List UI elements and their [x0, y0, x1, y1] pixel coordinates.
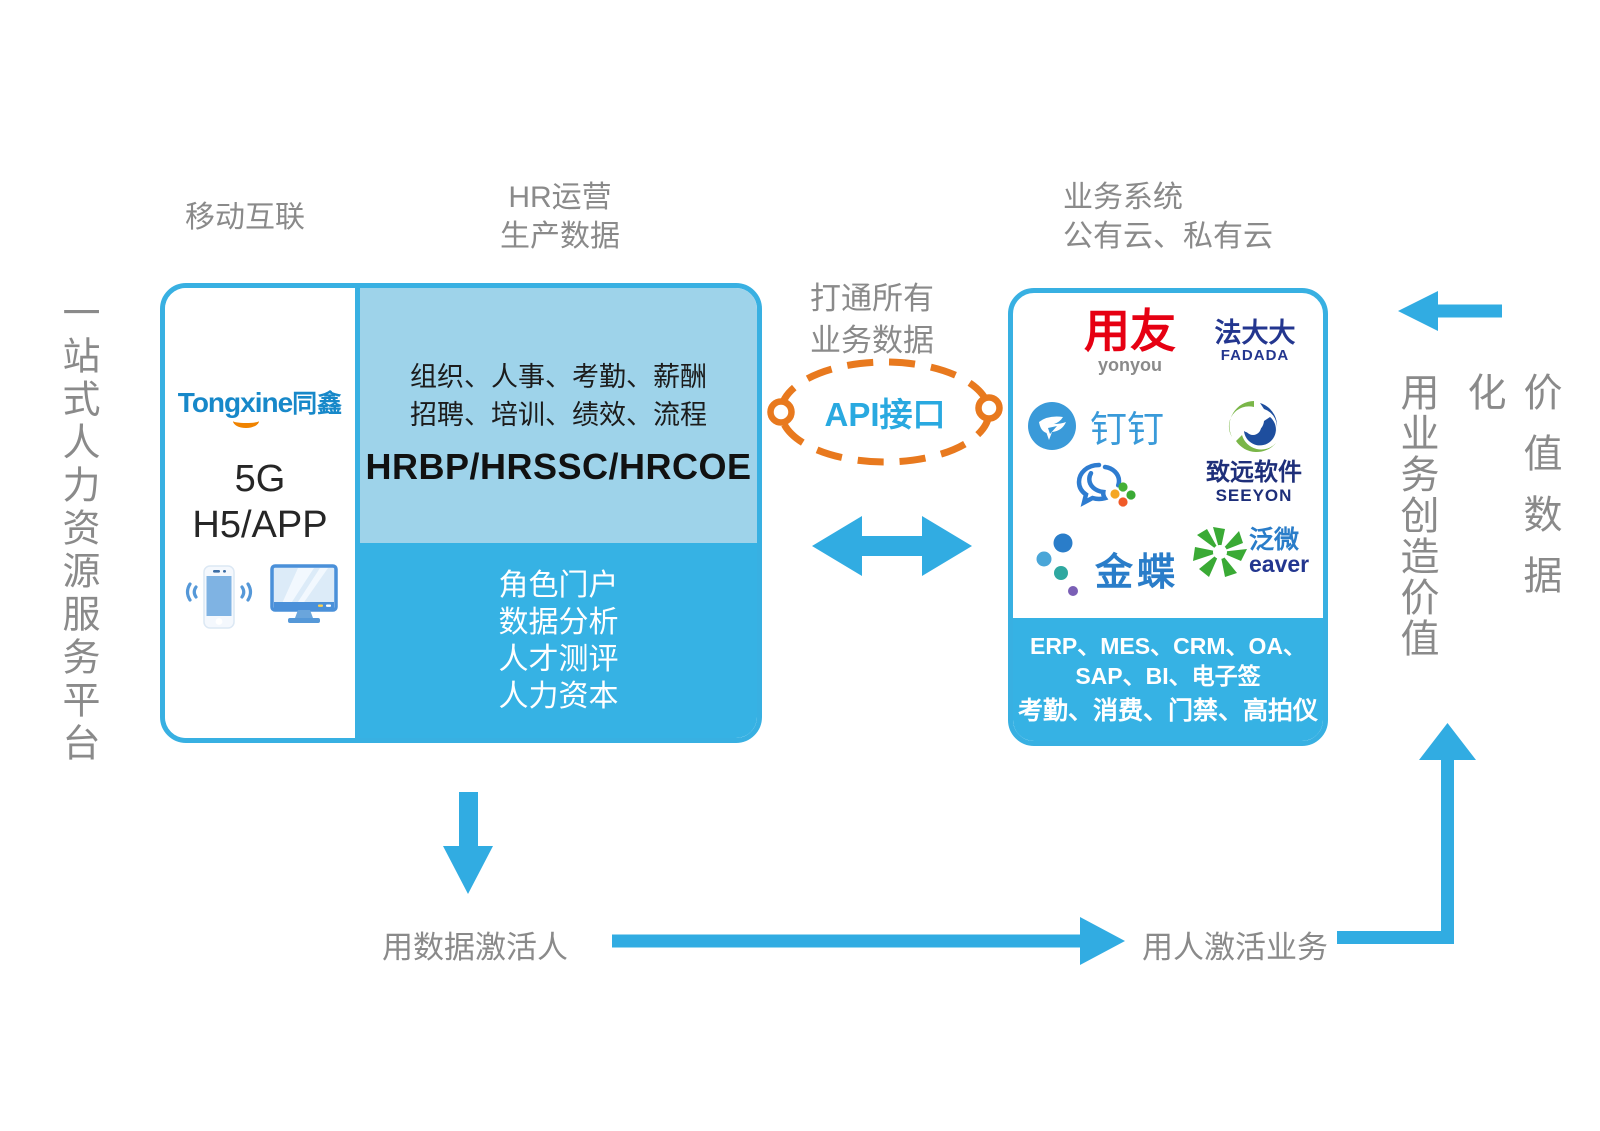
right-vertical-label-business-value: 用业务创造价值	[1395, 372, 1438, 659]
hr-modules-section: 组织、人事、考勤、薪酬 招聘、培训、绩效、流程 HRBP/HRSSC/HRCOE	[360, 288, 757, 543]
api-note: 打通所有 业务数据	[762, 278, 982, 362]
kingdee-dots-icon	[1036, 533, 1078, 596]
seeyon-logo-en: SEEYON	[1215, 486, 1293, 505]
hr-function-item: 角色门户	[498, 568, 619, 602]
device-icons	[165, 564, 355, 630]
hr-operations-panel: 组织、人事、考勤、薪酬 招聘、培训、绩效、流程 HRBP/HRSSC/HRCOE…	[360, 288, 757, 738]
wechat-work-icon	[1076, 462, 1136, 507]
weaver-logo-en: eaver	[1249, 551, 1310, 577]
mobile-access-panel: Tongxine同鑫 5G H5/APP	[165, 288, 360, 738]
weaver-star-icon	[1193, 527, 1247, 577]
dashed-ellipse-icon	[767, 358, 1003, 466]
flow-label-people-activate-business: 用人激活业务	[1142, 930, 1328, 965]
api-note-line2: 业务数据	[810, 323, 934, 358]
flow-label-data-activates-people: 用数据激活人	[382, 930, 568, 965]
access-channels: 5G H5/APP	[165, 456, 355, 548]
header-hr-operations-line1: HR运营	[508, 181, 612, 214]
tongxine-smile-icon	[232, 414, 259, 428]
yonyou-logo-cn: 用友	[1084, 305, 1176, 357]
business-systems-band: ERP、MES、CRM、OA、 SAP、BI、电子签 考勤、消费、门禁、高拍仪	[1013, 618, 1323, 741]
access-channel-h5-app: H5/APP	[192, 504, 328, 546]
header-business-systems-line1: 业务系统	[1063, 181, 1183, 214]
hr-function-item: 人才测评	[498, 642, 619, 676]
systems-line3: 考勤、消费、门禁、高拍仪	[1017, 697, 1318, 725]
yonyou-logo: 用友 yonyou	[1070, 307, 1190, 376]
seeyon-swirl-icon	[1228, 401, 1278, 453]
api-note-line1: 打通所有	[810, 281, 934, 316]
systems-line2: SAP、BI、电子签	[1075, 663, 1261, 689]
arrow-left-icon	[1398, 291, 1502, 331]
hr-functions-section: 角色门户 数据分析 人才测评 人力资本	[360, 543, 757, 738]
dingtalk-icon	[1028, 402, 1076, 450]
hr-model-title: HRBP/HRSSC/HRCOE	[365, 446, 752, 487]
weaver-logo-cn: 泛微	[1249, 526, 1300, 554]
systems-line1: ERP、MES、CRM、OA、	[1029, 633, 1306, 659]
seeyon-logo-cn: 致远软件	[1206, 459, 1302, 486]
business-systems-box: 用友 yonyou 法大大 FADADA 钉钉 致远软件	[1008, 288, 1328, 746]
hr-platform-box: Tongxine同鑫 5G H5/APP	[160, 283, 762, 743]
header-business-systems: 业务系统 公有云、私有云	[1063, 178, 1273, 256]
header-hr-operations-line2: 生产数据	[500, 220, 620, 253]
right-vertical-label-value-data: 价值数据化	[1462, 372, 1561, 616]
weaver-logo: 泛微 eaver	[1191, 523, 1309, 581]
hr-function-item: 数据分析	[498, 605, 619, 639]
arrow-right-icon	[612, 917, 1125, 965]
dingtalk-logo-cn: 钉钉	[1090, 409, 1164, 450]
dingtalk-logo: 钉钉	[1028, 399, 1164, 453]
arrow-up-elbow-icon	[1337, 723, 1476, 944]
fadada-logo-cn: 法大大	[1214, 318, 1296, 348]
smartphone-icon	[185, 565, 253, 629]
header-mobile-internet: 移动互联	[185, 201, 305, 234]
kingdee-logo-cn: 金蝶	[1095, 551, 1180, 594]
fadada-logo: 法大大 FADADA	[1205, 319, 1305, 364]
hr-modules-line1: 组织、人事、考勤、薪酬	[410, 362, 707, 392]
left-vertical-title: 一站式人力资源服务平台	[56, 293, 98, 766]
fadada-logo-en: FADADA	[1220, 347, 1290, 364]
access-channel-5g: 5G	[234, 458, 286, 500]
api-connector: API接口	[765, 352, 1005, 472]
kingdee-logo: 金蝶	[1033, 531, 1179, 605]
wechat-work-logo	[1075, 461, 1137, 522]
hr-function-item: 人力资本	[498, 679, 619, 713]
monitor-icon	[270, 564, 338, 623]
hr-modules-line2: 招聘、培训、绩效、流程	[410, 400, 707, 430]
double-arrow-icon	[812, 516, 972, 576]
tongxine-logo: Tongxine同鑫	[165, 384, 355, 428]
tongxine-logo-cn: 同鑫	[292, 390, 343, 418]
header-hr-operations: HR运营 生产数据	[430, 178, 690, 256]
yonyou-logo-en: yonyou	[1097, 355, 1162, 375]
api-label: API接口	[824, 396, 946, 433]
weaver-text: 泛微 eaver	[1249, 528, 1309, 576]
header-business-systems-line2: 公有云、私有云	[1063, 220, 1273, 253]
seeyon-logo: 致远软件 SEEYON	[1198, 397, 1310, 506]
tongxine-logo-en: Tongxine	[177, 387, 293, 418]
arrow-down-icon	[443, 792, 493, 894]
